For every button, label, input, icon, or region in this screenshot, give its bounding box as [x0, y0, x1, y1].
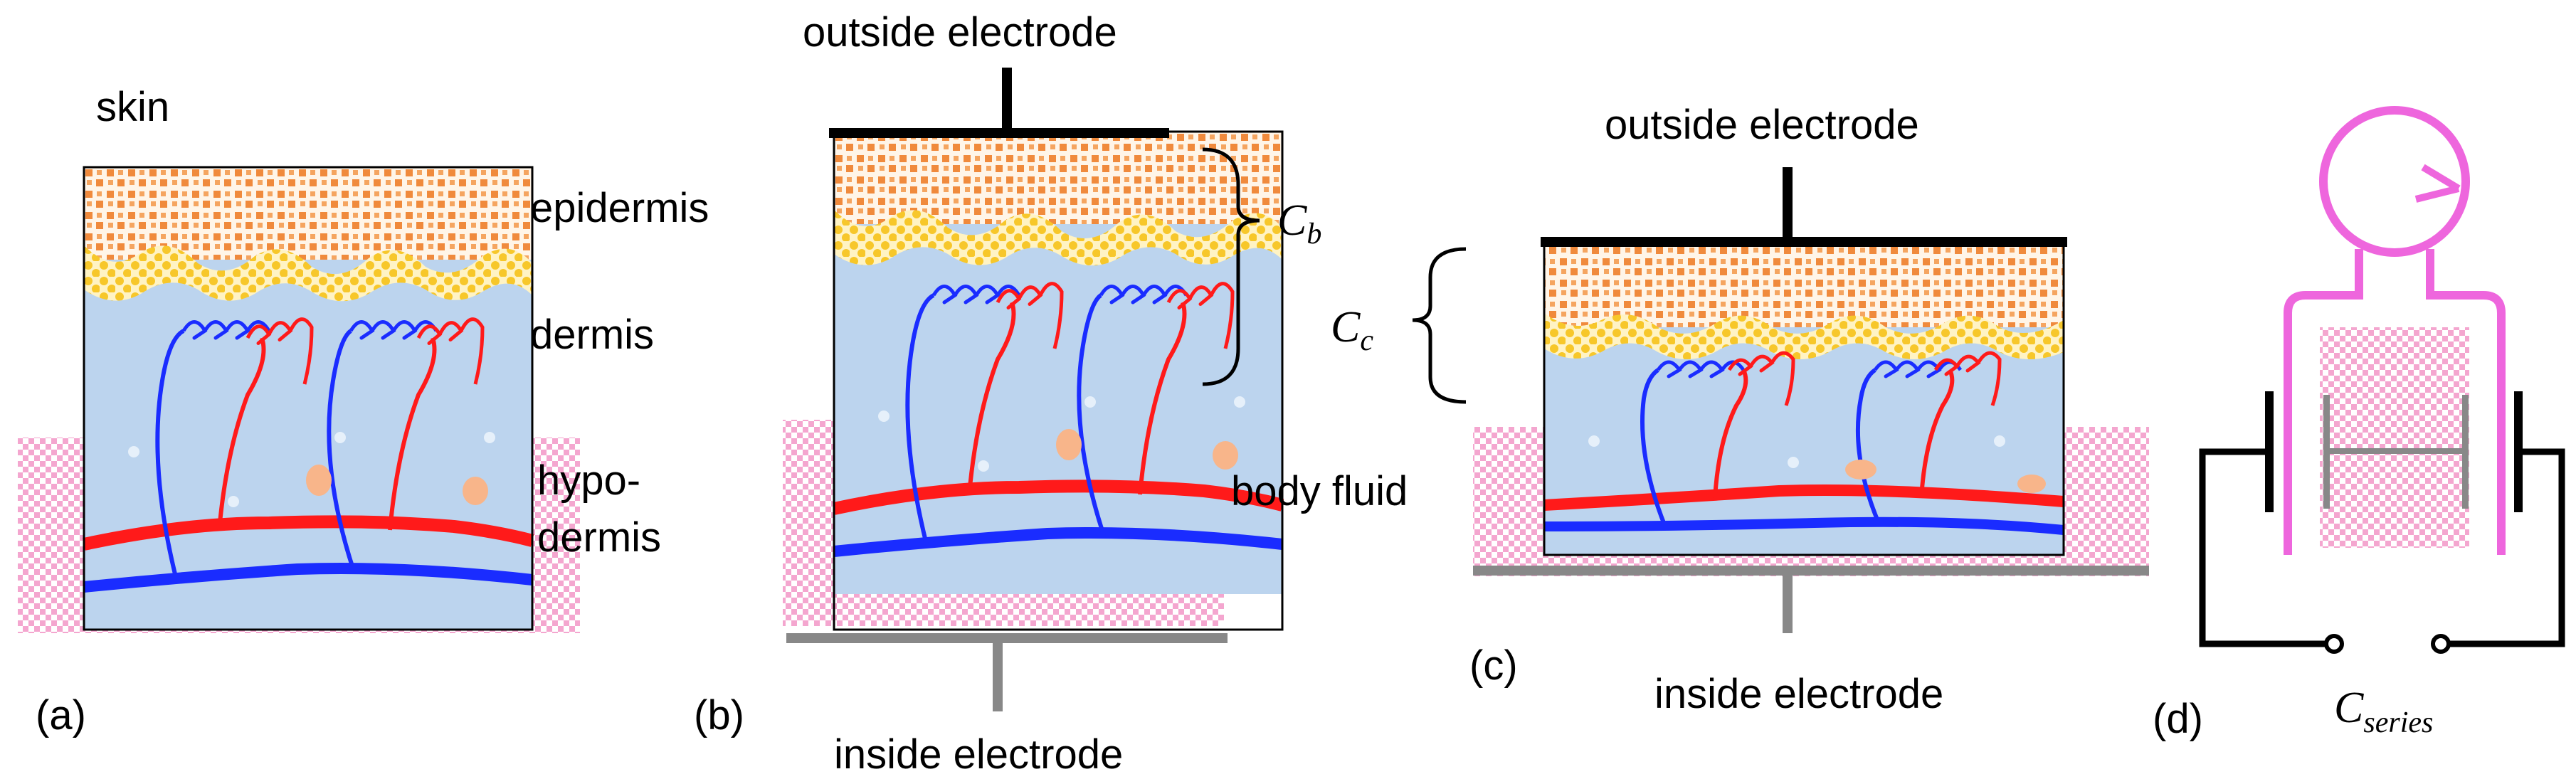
skin-cross-section-c	[1543, 240, 2065, 556]
nose-mark	[2414, 164, 2461, 203]
outer-plate-left	[2265, 391, 2274, 512]
body-outline-right	[2426, 249, 2506, 555]
cc-symbol: Cc	[1331, 303, 1373, 357]
hypodermis-label-2: dermis	[537, 514, 661, 561]
panel-d: (d) Cseries	[2153, 106, 2565, 742]
inner-plate-left	[2323, 395, 2330, 509]
outside-electrode-lead-c	[1783, 167, 1793, 242]
inside-electrode-label-b: inside electrode	[834, 731, 1123, 778]
body-fluid-fill-d	[2320, 327, 2469, 548]
outer-plate-right	[2514, 391, 2523, 512]
hypodermis-label-1: hypo-	[537, 457, 640, 504]
body-outline-left	[2284, 249, 2363, 555]
wire-left	[2199, 448, 2327, 647]
body-fluid-label: body fluid	[1231, 468, 1408, 514]
cseries-symbol: Cseries	[2334, 684, 2433, 739]
dermis-label: dermis	[530, 312, 654, 358]
head-outline	[2319, 106, 2470, 257]
panel-b-tag: (b)	[694, 692, 744, 738]
cc-brace	[1412, 247, 1467, 404]
terminal-left	[2324, 634, 2344, 654]
outside-electrode-lead-b	[1002, 68, 1012, 132]
panel-a-tag: (a)	[36, 692, 86, 738]
outside-electrode-label-b: outside electrode	[803, 9, 1117, 55]
outside-electrode-label-c: outside electrode	[1605, 102, 1919, 148]
panel-c-tag: (c)	[1469, 642, 1518, 689]
panel-a: skin epidermis dermis hypo- dermis (a)	[18, 84, 709, 738]
epidermis-label: epidermis	[530, 185, 709, 231]
inside-electrode-label-c: inside electrode	[1654, 671, 1943, 717]
cb-symbol: Cb	[1277, 196, 1321, 250]
cb-brace	[1202, 147, 1260, 386]
panel-d-tag: (d)	[2153, 696, 2203, 742]
panel-c: Cc outside electrode	[1331, 102, 2149, 717]
inside-electrode-c	[1473, 566, 2149, 576]
skin-cross-section	[84, 167, 532, 630]
panel-b: outside electrode Cb body fluid (b) insi…	[694, 9, 1408, 778]
outside-electrode-c	[1541, 237, 2067, 247]
inside-electrode-lead-b	[993, 640, 1003, 711]
inside-electrode-b	[786, 633, 1228, 643]
outside-electrode-b	[829, 128, 1169, 138]
inside-electrode-lead-c	[1783, 573, 1793, 633]
terminal-right	[2431, 634, 2451, 654]
wire-right	[2448, 448, 2565, 647]
skin-cross-section-b	[834, 132, 1282, 631]
inner-connector	[2327, 448, 2466, 454]
skin-title: skin	[96, 84, 169, 130]
